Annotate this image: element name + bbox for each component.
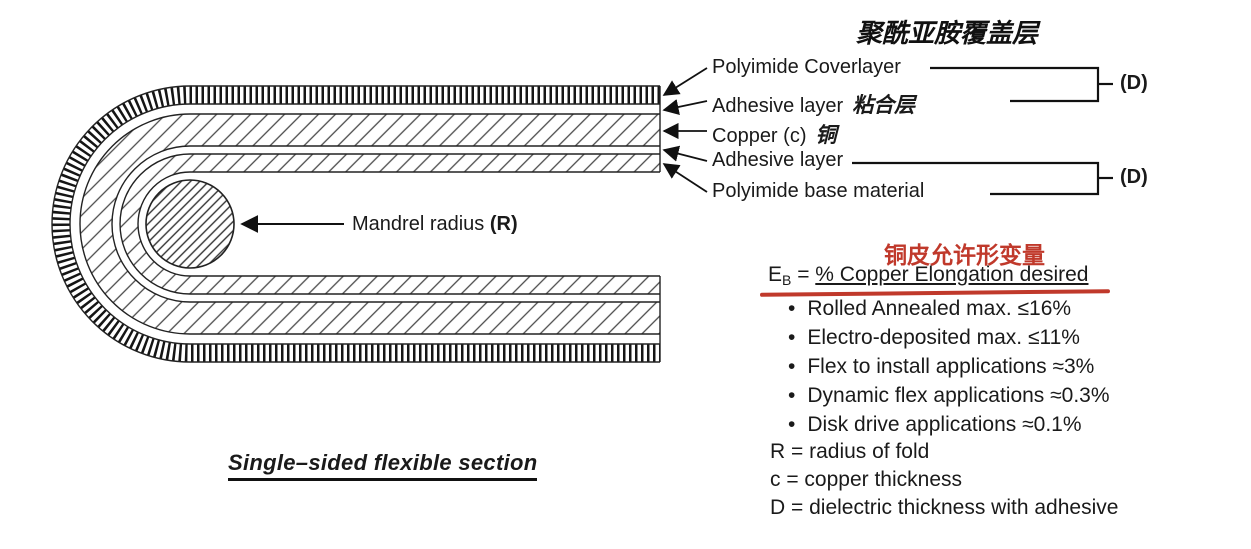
- bullet-text: Rolled Annealed max. ≤16%: [807, 297, 1072, 320]
- mandrel-symbol: (R): [489, 213, 518, 235]
- arrow-coverlayer: [662, 67, 708, 96]
- outline-coverlayer-inner: [69, 103, 660, 345]
- bullet-icon: •: [788, 326, 796, 349]
- layer-label-zh: 铜: [815, 124, 837, 147]
- outline-copper-inner: [111, 145, 660, 303]
- layer-outlines: [51, 85, 660, 363]
- bullet-text: Disk drive applications ≈0.1%: [807, 413, 1082, 436]
- bullet-rolled-annealed: • Rolled Annealed max. ≤16%: [788, 297, 1071, 321]
- bullet-icon: •: [788, 413, 796, 436]
- copper-band: [80, 114, 660, 334]
- bullet-electro-deposited: • Electro-deposited max. ≤11%: [788, 326, 1080, 350]
- dielectric-brackets: [852, 66, 1113, 196]
- legend-copper-thickness: c = copper thickness: [770, 468, 963, 491]
- layer-label-text: Polyimide Coverlayer: [712, 56, 901, 78]
- layer-label-coverlayer: Polyimide Coverlayer: [712, 56, 901, 79]
- elongation-equation: EB = % Copper Elongation desired: [768, 263, 1088, 288]
- bracket-top-dielectric: [930, 66, 1100, 103]
- arrow-base: [662, 163, 708, 193]
- diagram-caption: Single–sided flexible section: [228, 450, 538, 481]
- bullet-text: Electro-deposited max. ≤11%: [807, 326, 1080, 349]
- outline-outer: [51, 85, 660, 363]
- arrow-adhesive-top: [662, 99, 708, 115]
- layer-label-text: Polyimide base material: [712, 180, 925, 202]
- dielectric-marker-top: (D): [1120, 72, 1148, 94]
- mandrel-label-text: Mandrel radius: [352, 213, 485, 235]
- bullet-flex-to-install: • Flex to install applications ≈3%: [788, 355, 1094, 379]
- bullet-text: Dynamic flex applications ≈0.3%: [807, 384, 1110, 407]
- copper-elongation-heading-zh: 铜皮允许形变量: [884, 242, 1045, 268]
- outline-base-outer: [119, 153, 660, 295]
- layer-label-copper: Copper (c) 铜: [712, 119, 836, 149]
- coverlayer-heading-zh: 聚酰亚胺覆盖层: [856, 18, 1039, 48]
- coverlayer-band: [52, 86, 660, 362]
- mandrel-circle: [145, 179, 235, 269]
- flex-u-section: [51, 85, 661, 363]
- elongation-symbol: E: [768, 263, 783, 286]
- layer-label-zh: 粘合层: [852, 94, 916, 117]
- arrow-adhesive-bottom: [662, 145, 708, 162]
- mandrel-radius-label: Mandrel radius (R): [352, 213, 518, 236]
- layer-label-adhesive-bottom: Adhesive layer: [712, 149, 843, 172]
- legend-dielectric-thickness: D = dielectric thickness with adhesive: [770, 496, 1119, 519]
- elongation-subscript: B: [782, 272, 792, 288]
- elongation-equals: =: [791, 263, 816, 286]
- bullet-icon: •: [788, 355, 796, 378]
- layer-label-text: Adhesive layer: [712, 95, 844, 117]
- base-band: [120, 154, 660, 294]
- bullet-disk-drive: • Disk drive applications ≈0.1%: [788, 413, 1082, 437]
- outline-copper-outer: [79, 113, 660, 335]
- elongation-description: % Copper Elongation desired: [815, 263, 1089, 286]
- bullet-text: Flex to install applications ≈3%: [807, 355, 1095, 378]
- bullet-dynamic-flex: • Dynamic flex applications ≈0.3%: [788, 384, 1110, 408]
- layer-label-base: Polyimide base material: [712, 180, 924, 203]
- layer-label-text: Adhesive layer: [712, 149, 844, 171]
- legend-radius: R = radius of fold: [770, 440, 930, 463]
- bullet-icon: •: [788, 297, 796, 320]
- layer-label-adhesive-top: Adhesive layer 粘合层: [712, 89, 915, 119]
- layer-arrows: [662, 67, 708, 193]
- layer-label-text: Copper (c): [712, 125, 807, 147]
- dielectric-marker-bottom: (D): [1120, 166, 1148, 188]
- outline-base-inner: [137, 171, 660, 277]
- bullet-icon: •: [788, 384, 796, 407]
